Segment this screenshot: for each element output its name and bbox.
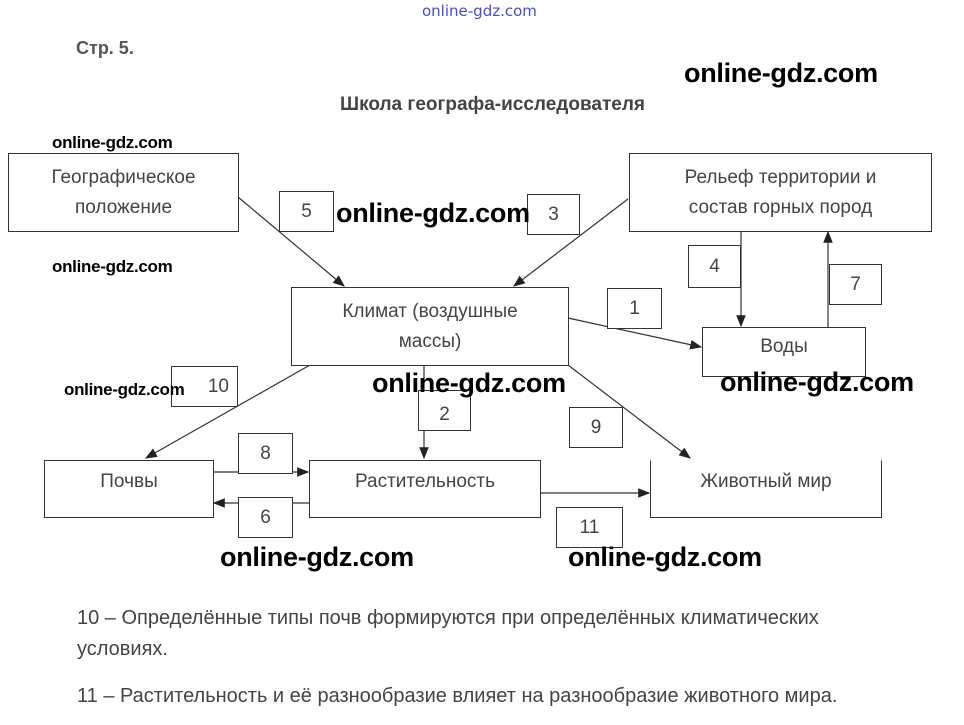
link-3: 3 bbox=[527, 194, 580, 235]
label: Животный мир bbox=[700, 471, 832, 492]
watermark: online-gdz.com bbox=[52, 133, 173, 152]
link-1: 1 bbox=[607, 288, 662, 329]
arrow-geo-climate bbox=[237, 196, 345, 287]
answer-10-line1: 10 – Определённые типы почв формируются … bbox=[77, 607, 819, 629]
link-11: 11 bbox=[556, 507, 623, 548]
box-geo-position: Географическое положение bbox=[8, 153, 239, 232]
link-8: 8 bbox=[238, 433, 293, 474]
watermark: online-gdz.com bbox=[64, 380, 185, 399]
link-7: 7 bbox=[829, 264, 882, 305]
box-climate: Климат (воздушные массы) bbox=[291, 287, 569, 366]
label: Воды bbox=[760, 336, 808, 357]
arrow-climate-waters bbox=[567, 317, 703, 350]
watermark: online-gdz.com bbox=[336, 198, 530, 228]
box-soils: Почвы bbox=[44, 460, 214, 518]
answer-10-line2: условиях. bbox=[77, 638, 168, 660]
arrow-climate-fauna bbox=[567, 364, 691, 459]
label: Растительность bbox=[355, 471, 495, 492]
arrow-climate-soils bbox=[144, 364, 311, 459]
watermark: online-gdz.com bbox=[568, 542, 762, 572]
label: Почвы bbox=[100, 471, 158, 492]
link-9: 9 bbox=[569, 407, 623, 448]
link-2: 2 bbox=[418, 390, 471, 431]
label: Географическое положение bbox=[51, 166, 196, 218]
link-6: 6 bbox=[238, 497, 293, 538]
page-ref: Стр. 5. bbox=[76, 38, 134, 58]
watermark: online-gdz.com bbox=[52, 257, 173, 276]
label: Климат (воздушные массы) bbox=[342, 300, 518, 352]
box-fauna: Животный мир bbox=[650, 460, 882, 518]
top-watermark: online-gdz.com bbox=[422, 2, 537, 20]
watermark: online-gdz.com bbox=[220, 542, 414, 572]
box-vegetation: Растительность bbox=[309, 460, 541, 518]
link-5: 5 bbox=[279, 191, 334, 232]
label: Рельеф территории и состав горных пород bbox=[684, 166, 877, 218]
link-4: 4 bbox=[688, 245, 741, 288]
box-waters: Воды bbox=[702, 327, 866, 377]
watermark: online-gdz.com bbox=[720, 367, 914, 397]
watermark: online-gdz.com bbox=[372, 368, 566, 398]
diagram-title: Школа географа-исследователя bbox=[340, 94, 645, 115]
watermark: online-gdz.com bbox=[684, 58, 878, 88]
arrow-relief-climate bbox=[513, 198, 629, 287]
link-10: 10 bbox=[171, 366, 238, 407]
box-relief: Рельеф территории и состав горных пород bbox=[629, 153, 932, 232]
answer-11: 11 – Растительность и её разнообразие вл… bbox=[77, 685, 838, 707]
